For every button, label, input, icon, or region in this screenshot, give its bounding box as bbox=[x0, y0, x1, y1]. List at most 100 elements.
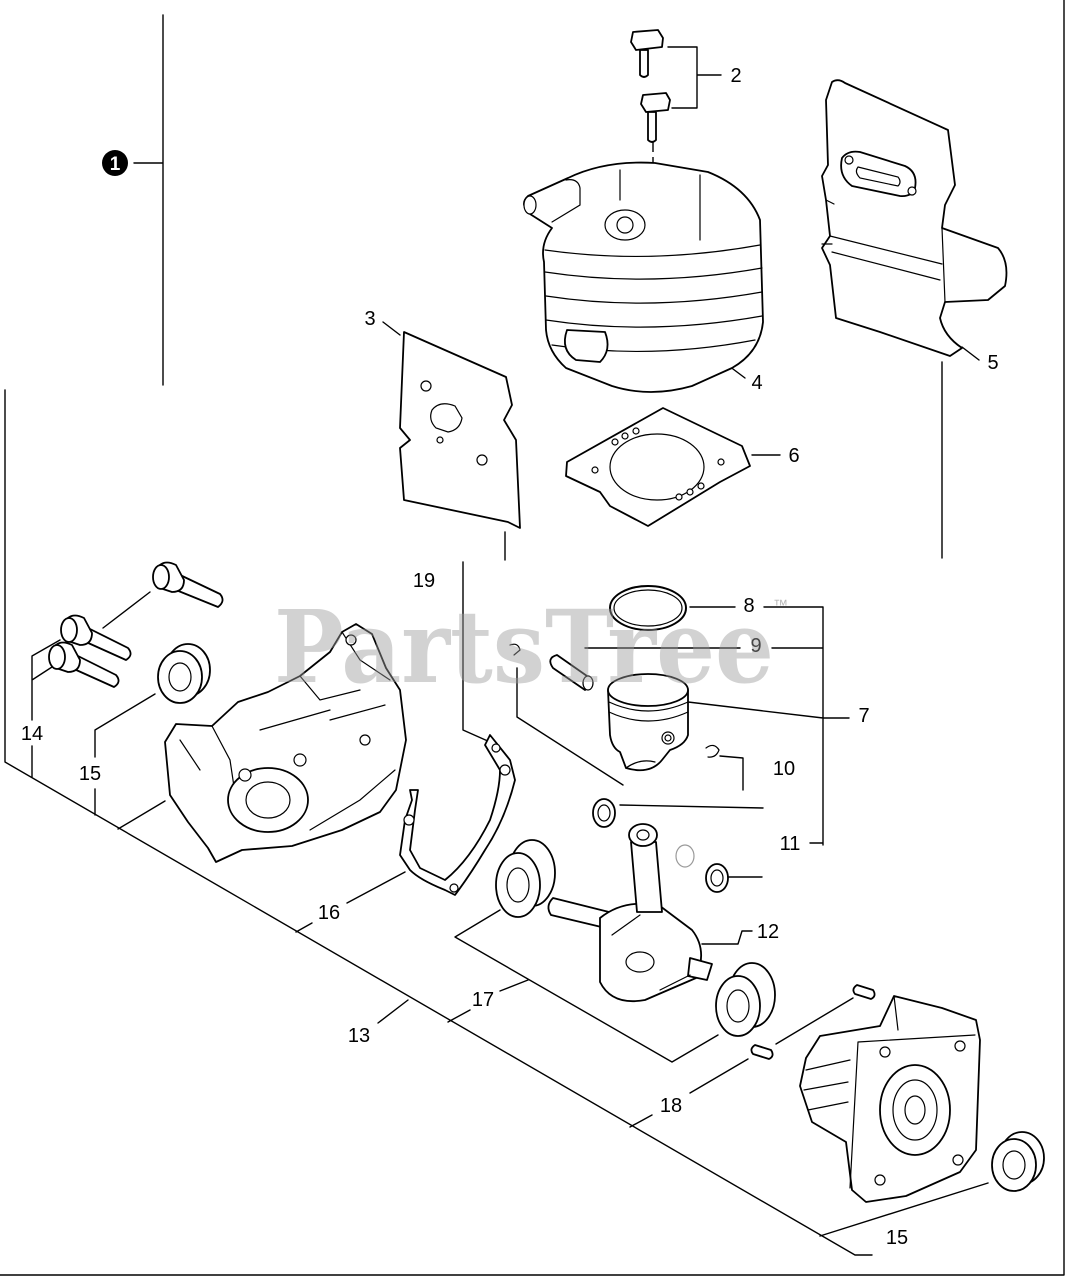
callout-10: 10 bbox=[773, 758, 795, 780]
leader-9 bbox=[516, 647, 741, 786]
crankcase-right bbox=[799, 995, 981, 1203]
callout-7: 7 bbox=[858, 705, 869, 727]
cylinder-fins bbox=[544, 169, 763, 352]
crankshaft bbox=[547, 823, 713, 1003]
crankshaft-web-detail bbox=[611, 914, 691, 991]
leader-5 bbox=[941, 346, 980, 559]
heat-shield-body bbox=[821, 79, 1008, 357]
muffler-gasket-port bbox=[430, 403, 463, 433]
oil-seals bbox=[157, 643, 1045, 1192]
leader-10 bbox=[719, 755, 744, 791]
muffler-gasket bbox=[399, 331, 521, 529]
callout-2: 2 bbox=[730, 65, 741, 87]
needle-bearing-left-bore bbox=[597, 804, 611, 822]
cylinder-bolt-lower bbox=[640, 92, 671, 143]
piston-pin-bore bbox=[664, 734, 672, 742]
callout-19: 19 bbox=[413, 570, 435, 592]
leader-7-bracket bbox=[687, 606, 850, 846]
crankshaft-right-shaft bbox=[687, 957, 713, 981]
crankcase-right-bolt-holes bbox=[874, 1040, 966, 1186]
crankcase-gasket-holes bbox=[403, 743, 511, 893]
callout-16: 16 bbox=[318, 902, 340, 924]
connecting-rod-small-end-bore bbox=[636, 829, 650, 841]
crankcase-bolt-c-socket bbox=[48, 644, 66, 670]
oil-seal-right-bore bbox=[1002, 1150, 1026, 1180]
watermark-trademark: ™ bbox=[773, 597, 788, 614]
callout-5: 5 bbox=[987, 352, 998, 374]
base-gasket-bore bbox=[609, 433, 705, 501]
callout-14: 14 bbox=[21, 723, 43, 745]
spark-plug-hole bbox=[616, 216, 634, 234]
callout-11: 11 bbox=[780, 833, 801, 855]
callout-9: 9 bbox=[750, 635, 761, 657]
assembly-marker-number: 1 bbox=[110, 154, 121, 175]
heat-shield-hole-left bbox=[844, 155, 854, 165]
piston-ring-outer bbox=[609, 585, 687, 631]
cylinder-bolts bbox=[630, 29, 671, 143]
leader-15-left bbox=[94, 693, 166, 830]
crankcase-gasket bbox=[399, 734, 516, 896]
main-bearing-right-bore bbox=[726, 989, 750, 1023]
leader-16 bbox=[295, 871, 406, 933]
leader-2 bbox=[667, 46, 722, 109]
crankcase-right-bore-center bbox=[904, 1095, 926, 1125]
circlip bbox=[705, 744, 720, 758]
callout-8: 8 bbox=[743, 595, 754, 617]
main-bearing-left-bore bbox=[506, 867, 530, 903]
crankshaft-web bbox=[599, 902, 702, 1003]
piston-body bbox=[607, 689, 689, 772]
leader-lines bbox=[4, 46, 989, 1256]
piston-ring-inner bbox=[613, 589, 683, 627]
leader-14 bbox=[31, 591, 151, 778]
callout-3: 3 bbox=[364, 308, 375, 330]
needle-bearing-right-bore bbox=[710, 869, 724, 887]
crankshaft-counterweight-hole bbox=[625, 951, 655, 973]
crankcase-bolt-b-socket bbox=[60, 617, 78, 643]
crankcase-bolt-a-socket bbox=[152, 564, 170, 590]
muffler-gasket-hole-mid bbox=[436, 436, 444, 444]
piston-ring bbox=[609, 585, 687, 631]
muffler-gasket-body bbox=[399, 331, 521, 529]
dowel-pin-lower bbox=[750, 1044, 774, 1060]
callout-labels: 2 3 4 5 6 7 8 9 10 11 12 13 14 15 15 16 … bbox=[21, 65, 999, 1249]
cylinder bbox=[523, 161, 764, 393]
cylinder-base-gasket bbox=[565, 407, 751, 527]
crankcase-left-bore-inner bbox=[245, 781, 291, 819]
leader-12 bbox=[701, 930, 753, 945]
piston bbox=[607, 673, 689, 772]
crankcase-left-bolt-holes bbox=[238, 634, 371, 782]
callout-12: 12 bbox=[757, 921, 779, 943]
cylinder-port-tube-end bbox=[523, 195, 537, 215]
callout-4: 4 bbox=[751, 372, 762, 394]
leader-19 bbox=[462, 561, 491, 743]
callout-6: 6 bbox=[788, 445, 799, 467]
assembly-marker-badge bbox=[102, 150, 128, 176]
leader-11 bbox=[619, 804, 764, 878]
main-assembly-line bbox=[4, 389, 873, 1256]
callout-13: 13 bbox=[348, 1025, 370, 1047]
crankcase-left-body bbox=[164, 623, 407, 863]
leader-15-right bbox=[819, 1182, 989, 1237]
heat-shield-folds bbox=[821, 199, 946, 303]
heat-shield-hole-right bbox=[907, 186, 917, 196]
assembly-marker: 1 bbox=[102, 14, 164, 386]
muffler-gasket-hole-bottom bbox=[476, 454, 488, 466]
callout-17: 17 bbox=[472, 989, 494, 1011]
heat-shield bbox=[821, 79, 1008, 357]
dowel-pins bbox=[750, 984, 876, 1060]
piston-pin-end bbox=[582, 675, 594, 691]
watermark: PartsTree ™ bbox=[274, 588, 788, 706]
leader-3 bbox=[382, 321, 506, 561]
callout-18: 18 bbox=[660, 1095, 682, 1117]
heat-shield-port bbox=[855, 166, 901, 187]
base-gasket-holes bbox=[591, 427, 725, 501]
dowel-pin-upper bbox=[852, 984, 876, 1000]
piston-ring-grooves bbox=[608, 701, 689, 769]
crankcase-left-ribs bbox=[179, 631, 396, 831]
connecting-rod bbox=[630, 841, 663, 913]
leader-17 bbox=[447, 909, 719, 1063]
needle-bearings bbox=[592, 798, 729, 893]
leader-13 bbox=[377, 999, 409, 1024]
